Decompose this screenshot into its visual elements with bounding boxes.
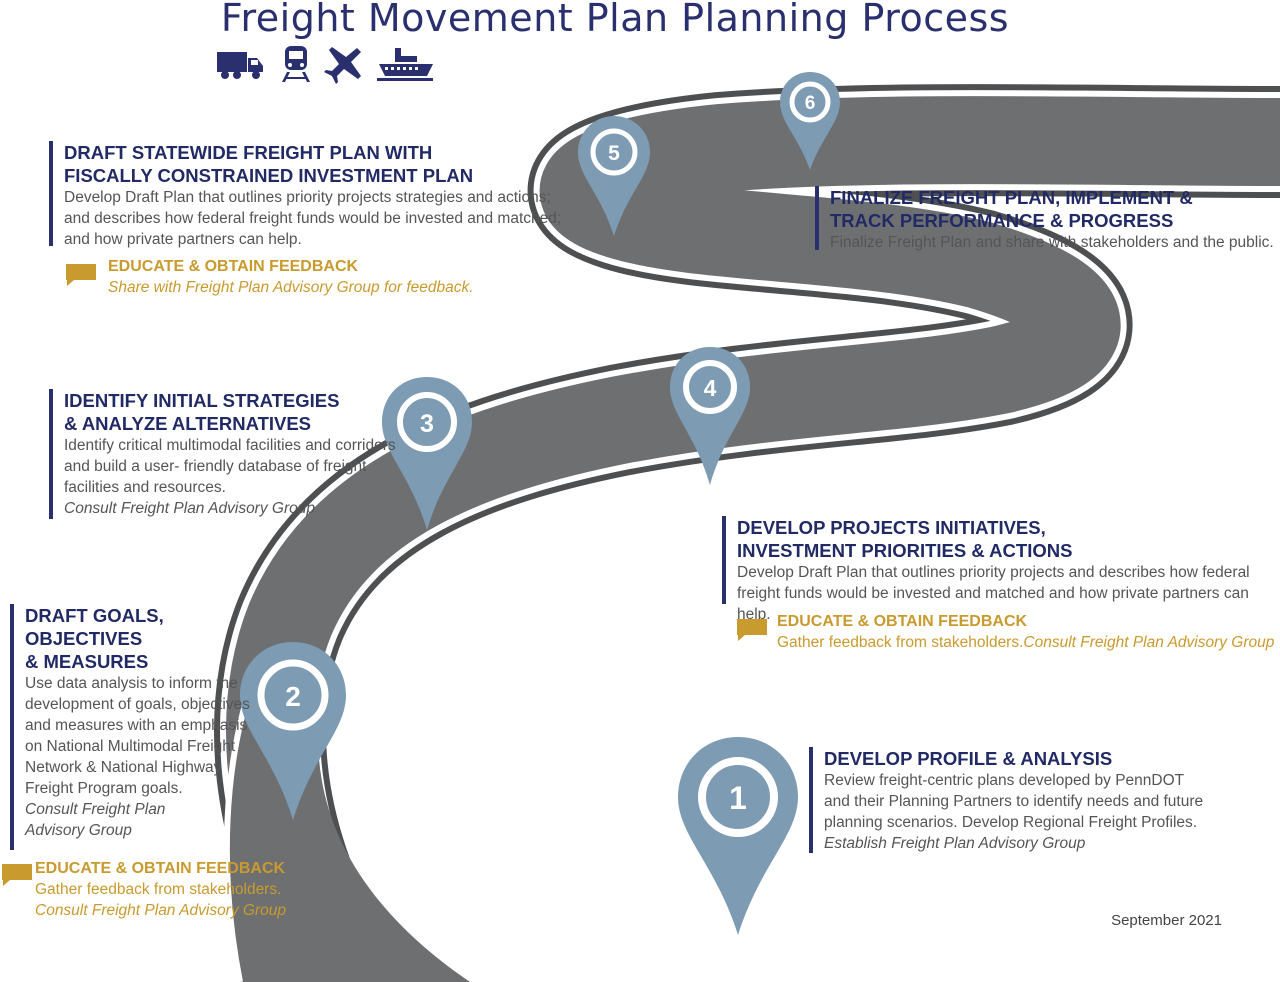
step-1-note: Establish Freight Plan Advisory Group bbox=[824, 835, 1086, 852]
page-title: Freight Movement Plan Planning Process bbox=[220, 0, 1010, 40]
step-3-description: Identify critical multimodal facilities … bbox=[64, 437, 396, 496]
step-4-block: DEVELOP PROJECTS INITIATIVES, INVESTMENT… bbox=[722, 516, 1280, 623]
step-2-heading: DRAFT GOALS, OBJECTIVES & MEASURES bbox=[25, 605, 164, 672]
step-3-number: 3 bbox=[420, 410, 434, 438]
step-5-pin: 5 bbox=[578, 116, 650, 236]
step-2-feedback-title: EDUCATE & OBTAIN FEEDBACK bbox=[35, 860, 286, 877]
step-2-feedback-text: Gather feedback from stakeholders. bbox=[35, 881, 282, 898]
step-2-feedback-note: Consult Freight Plan Advisory Group bbox=[35, 902, 286, 919]
step-6-description: Finalize Freight Plan and share with sta… bbox=[830, 234, 1274, 251]
step-5-description: Develop Draft Plan that outlines priorit… bbox=[64, 189, 562, 248]
step-5-number: 5 bbox=[608, 142, 620, 165]
step-4-feedback-note: Consult Freight Plan Advisory Group bbox=[1023, 634, 1275, 651]
ship-icon bbox=[377, 48, 433, 81]
step-2-feedback: EDUCATE & OBTAIN FEEDBACK Gather feedbac… bbox=[35, 858, 286, 921]
step-4-feedback-text: Gather feedback from stakeholders. bbox=[777, 634, 1024, 651]
step-1-heading: DEVELOP PROFILE & ANALYSIS bbox=[824, 748, 1113, 769]
train-icon bbox=[282, 46, 310, 82]
step-3-block: IDENTIFY INITIAL STRATEGIES & ANALYZE AL… bbox=[49, 389, 396, 519]
step-2-note: Consult Freight Plan Advisory Group bbox=[25, 801, 166, 839]
step-1-number: 1 bbox=[729, 780, 747, 816]
step-2-feedback-bubble-icon bbox=[2, 864, 32, 886]
step-5-feedback-title: EDUCATE & OBTAIN FEEDBACK bbox=[108, 258, 359, 275]
airplane-icon bbox=[324, 47, 361, 84]
step-4-feedback-bubble-icon bbox=[737, 619, 767, 641]
step-4-description: Develop Draft Plan that outlines priorit… bbox=[737, 564, 1250, 623]
step-6-number: 6 bbox=[805, 93, 816, 114]
step-4-heading: DEVELOP PROJECTS INITIATIVES, INVESTMENT… bbox=[737, 517, 1073, 561]
transport-mode-icons bbox=[217, 46, 433, 84]
step-2-description: Use data analysis to inform the developm… bbox=[25, 675, 250, 797]
step-6-pin: 6 bbox=[780, 72, 840, 170]
step-3-heading: IDENTIFY INITIAL STRATEGIES & ANALYZE AL… bbox=[64, 390, 340, 434]
step-4-number: 4 bbox=[704, 375, 717, 401]
step-5-feedback-bubble-icon bbox=[66, 264, 96, 286]
step-1-pin: 1 bbox=[678, 737, 798, 935]
step-5-block: DRAFT STATEWIDE FREIGHT PLAN WITH FISCAL… bbox=[49, 141, 561, 248]
step-2-number: 2 bbox=[285, 681, 301, 712]
step-4-feedback-title: EDUCATE & OBTAIN FEEDBACK bbox=[777, 613, 1028, 630]
step-4-feedback: EDUCATE & OBTAIN FEEDBACK Gather feedbac… bbox=[777, 611, 1274, 653]
truck-icon bbox=[217, 52, 263, 79]
step-3-note: Consult Freight Plan Advisory Group bbox=[64, 500, 315, 517]
step-6-block: FINALIZE FREIGHT PLAN, IMPLEMENT & TRACK… bbox=[815, 186, 1274, 251]
step-2-block: DRAFT GOALS, OBJECTIVES & MEASURES Use d… bbox=[10, 604, 250, 850]
step-3-pin: 3 bbox=[382, 377, 472, 530]
step-1-description: Review freight-centric plans developed b… bbox=[824, 772, 1204, 831]
step-1-block: DEVELOP PROFILE & ANALYSIS Review freigh… bbox=[809, 747, 1203, 853]
step-5-feedback: EDUCATE & OBTAIN FEEDBACK Share with Fre… bbox=[108, 256, 474, 298]
step-5-heading: DRAFT STATEWIDE FREIGHT PLAN WITH FISCAL… bbox=[64, 142, 474, 186]
step-4-pin: 4 bbox=[670, 347, 750, 485]
step-5-feedback-text: Share with Freight Plan Advisory Group f… bbox=[108, 279, 474, 296]
step-2-pin: 2 bbox=[240, 642, 346, 820]
step-6-heading: FINALIZE FREIGHT PLAN, IMPLEMENT & TRACK… bbox=[830, 187, 1193, 231]
publication-date: September 2021 bbox=[1111, 912, 1222, 929]
